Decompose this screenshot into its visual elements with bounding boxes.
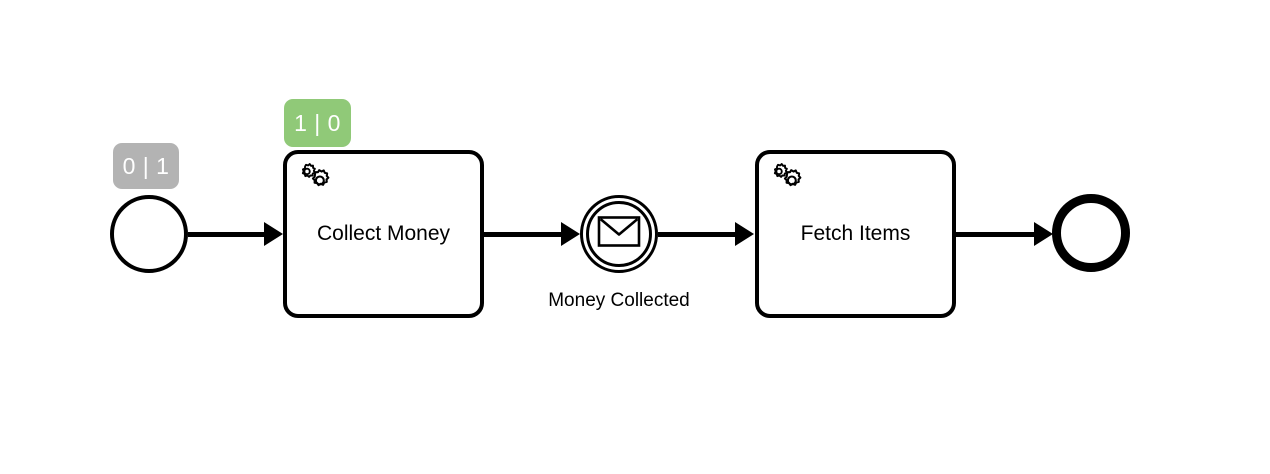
gears-icon <box>767 161 803 197</box>
end-event[interactable] <box>1052 194 1130 272</box>
arrowhead-icon-money-collected-to-fetch-items <box>735 222 754 246</box>
envelope-icon <box>597 216 641 253</box>
token-badge-collect-money[interactable]: 1 | 0 <box>284 99 351 147</box>
task-collect-money[interactable]: Collect Money <box>283 150 484 318</box>
sequence-flow-fetch-items-to-end <box>956 232 1036 237</box>
token-badge-start-event[interactable]: 0 | 1 <box>113 143 179 189</box>
sequence-flow-start-to-collect-money <box>188 232 266 237</box>
task-fetch-items[interactable]: Fetch Items <box>755 150 956 318</box>
start-event[interactable] <box>110 195 188 273</box>
sequence-flow-collect-money-to-money-collected <box>484 232 563 237</box>
arrowhead-icon-start-to-collect-money <box>264 222 283 246</box>
intermediate-event-inner-ring <box>586 201 652 267</box>
task-fetch-items-label: Fetch Items <box>800 221 911 245</box>
sequence-flow-money-collected-to-fetch-items <box>658 232 737 237</box>
gears-icon <box>295 161 331 197</box>
intermediate-event-caption: Money Collected <box>548 290 690 311</box>
arrowhead-icon-fetch-items-to-end <box>1034 222 1053 246</box>
intermediate-message-event-money-collected[interactable] <box>580 195 658 273</box>
task-collect-money-label: Collect Money <box>316 221 451 245</box>
arrowhead-icon-collect-money-to-money-collected <box>561 222 580 246</box>
